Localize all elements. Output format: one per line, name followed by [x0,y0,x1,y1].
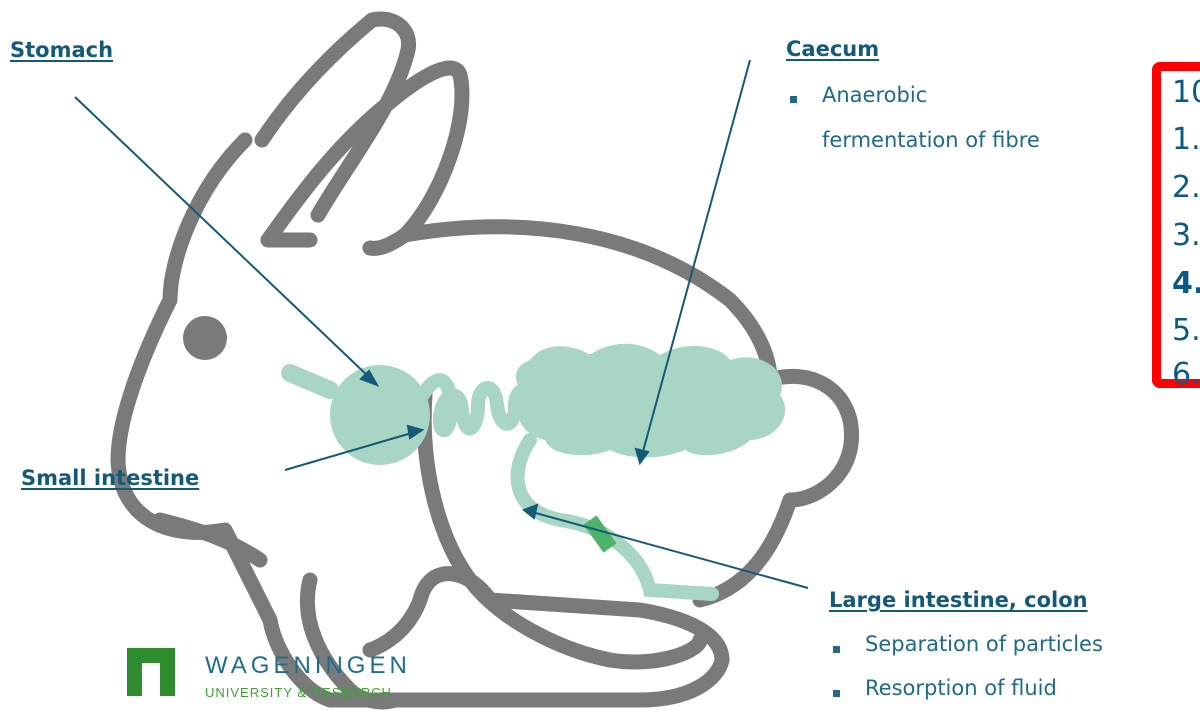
list-item: 1. [1172,122,1200,157]
small-intestine-label: Small intestine [21,466,199,490]
list-item: 2. [1172,170,1200,205]
colon-dark-section [590,520,610,548]
caecum-bullet [790,96,797,103]
list-item: 6. [1172,357,1200,392]
list-item: 3. [1172,218,1200,253]
stomach-shape [330,365,430,465]
large-bullet-2-marker [833,690,840,697]
caecum-label: Caecum [786,37,879,61]
logo-name: WAGENINGEN [205,652,411,680]
oesophagus [290,373,330,390]
caecum-shape [516,344,785,458]
caecum-bullet-text-line1: Anaerobic [822,83,927,107]
caecum-arrowhead [636,449,648,463]
large-bullet-1-marker [833,646,840,653]
list-item-bold: 4. [1172,266,1200,301]
logo-subtitle: UNIVERSITY & RESEARCH [205,685,392,700]
rabbit-back-ear [262,19,409,215]
large-intestine-label: Large intestine, colon [829,588,1088,612]
list-item: 10 [1172,75,1200,110]
logo-square [127,648,175,696]
list-item: 5. [1172,313,1200,348]
stomach-label: Stomach [10,38,113,62]
rabbit-eye [183,316,227,360]
caecum-bullet-text-line2: fermentation of fibre [822,128,1040,152]
large-bullet-1-text: Separation of particles [865,632,1103,656]
large-bullet-2-text: Resorption of fluid [865,676,1057,700]
